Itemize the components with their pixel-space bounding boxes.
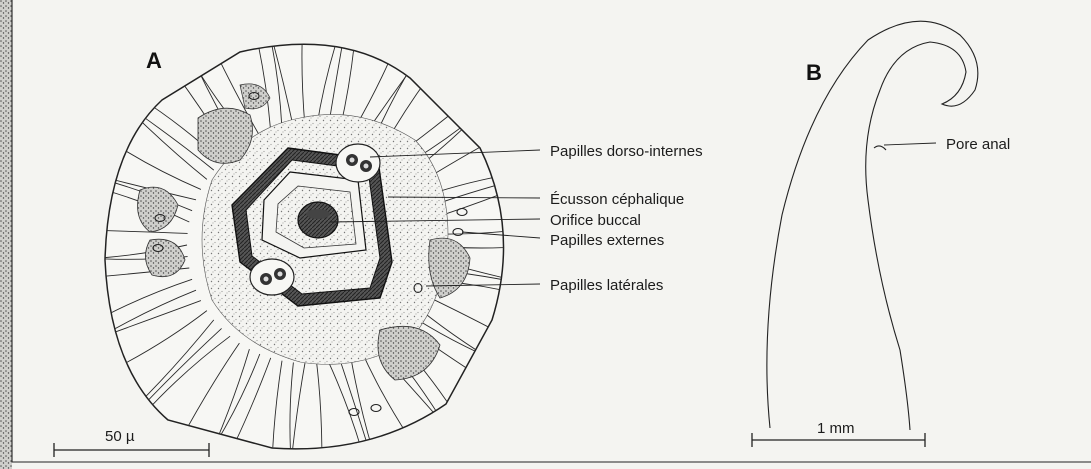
ventro-internal-papilla-icon (250, 259, 294, 295)
panel-a-letter: A (146, 48, 162, 73)
panel-b-letter: B (806, 60, 822, 85)
mouth-slit (306, 209, 330, 219)
label-papilles-dorso-internes: Papilles dorso-internes (550, 143, 703, 160)
scale-bar-a: 50 µ (54, 428, 209, 457)
scale-bar-b: 1 mm (752, 420, 925, 447)
label-papilles-laterales: Papilles latérales (550, 277, 663, 294)
scale-label-b: 1 mm (817, 420, 855, 437)
shaded-patch (198, 108, 252, 163)
label-ecusson-cephalique: Écusson céphalique (550, 191, 684, 208)
panel-a: A Papilles dorso-internes Écusson céphal… (54, 10, 703, 469)
leader-pore-anal (884, 143, 936, 145)
label-orifice-buccal: Orifice buccal (550, 212, 641, 229)
label-papilles-externes: Papilles externes (550, 232, 664, 249)
mouth-orifice (298, 202, 338, 238)
anal-pore-icon (874, 146, 886, 150)
tail-outline (767, 21, 978, 430)
panel-b: B Pore anal 1 mm (752, 21, 1010, 447)
label-pore-anal: Pore anal (946, 136, 1010, 153)
dorso-internal-papilla-icon (336, 144, 380, 182)
scale-label-a: 50 µ (105, 428, 135, 445)
paper-edge (0, 0, 12, 469)
